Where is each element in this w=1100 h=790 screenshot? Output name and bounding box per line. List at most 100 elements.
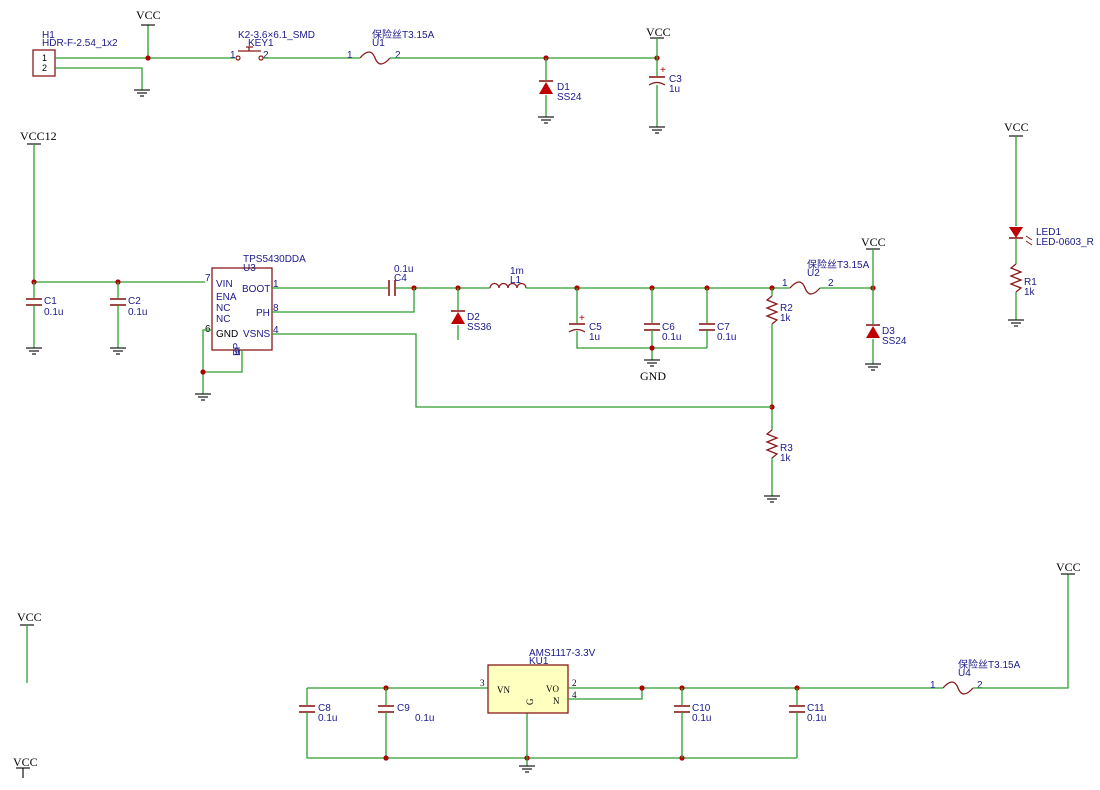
svg-text:C1: C1 xyxy=(44,296,57,307)
svg-text:7: 7 xyxy=(205,273,211,284)
svg-text:VCC: VCC xyxy=(861,235,886,249)
svg-text:D3: D3 xyxy=(882,326,895,337)
gnd-symbol xyxy=(26,347,42,355)
svg-text:0.1u: 0.1u xyxy=(717,332,736,343)
svg-text:+: + xyxy=(660,65,666,76)
diode-d1[interactable] xyxy=(539,80,553,94)
svg-text:C4: C4 xyxy=(394,273,407,284)
svg-text:1k: 1k xyxy=(780,453,792,464)
svg-text:SS24: SS24 xyxy=(557,92,582,103)
key1-value: K2-3.6×6.1_SMD xyxy=(238,30,315,41)
svg-text:VSNS: VSNS xyxy=(243,329,271,340)
ams1117-regulator[interactable] xyxy=(487,664,569,714)
fuse-u1-ref: U1 xyxy=(372,38,385,49)
svg-text:2: 2 xyxy=(572,678,577,688)
capacitor-c6[interactable] xyxy=(644,323,660,331)
svg-text:1: 1 xyxy=(930,680,936,691)
u3-ref: U3 xyxy=(243,263,256,274)
svg-text:1u: 1u xyxy=(669,84,680,95)
svg-text:0.1u: 0.1u xyxy=(692,713,711,724)
led-indicator-section: VCC LED1 LED-0603_R R1 1k xyxy=(1004,120,1094,327)
gnd-symbol xyxy=(110,347,126,355)
diode-d3[interactable] xyxy=(866,324,880,338)
svg-text:D1: D1 xyxy=(557,82,570,93)
gnd-symbol xyxy=(134,89,150,97)
gnd-symbol xyxy=(649,126,665,134)
svg-text:1: 1 xyxy=(347,50,353,61)
gnd-symbol xyxy=(644,359,660,367)
svg-text:C3: C3 xyxy=(669,74,682,85)
top-input-section: H1 HDR-F-2.54_1x2 1 2 VCC 1 2 K2-3.6×6.1… xyxy=(32,8,682,134)
fuse-u1[interactable] xyxy=(359,51,391,65)
svg-text:C8: C8 xyxy=(318,703,331,714)
resistor-r3[interactable] xyxy=(765,429,779,459)
svg-text:1: 1 xyxy=(273,279,279,290)
svg-text:C11: C11 xyxy=(807,703,825,714)
vcc-power-symbol: VCC xyxy=(17,610,42,626)
svg-text:C2: C2 xyxy=(128,296,141,307)
fuse-u4[interactable] xyxy=(942,681,974,695)
led1[interactable] xyxy=(1009,227,1033,246)
vcc-power-symbol: VCC xyxy=(136,8,161,26)
svg-text:2: 2 xyxy=(263,50,269,61)
capacitor-c4[interactable] xyxy=(388,280,396,296)
resistor-r1[interactable] xyxy=(1009,263,1023,293)
svg-text:VCC: VCC xyxy=(136,8,161,22)
svg-text:NC: NC xyxy=(216,303,230,314)
svg-text:VCC: VCC xyxy=(17,610,42,624)
svg-text:1k: 1k xyxy=(780,313,792,324)
inductor-l1[interactable] xyxy=(489,282,527,289)
ldo-section: VCC VCC C8 0.1u C9 0.1u xyxy=(13,560,1081,778)
svg-text:R1: R1 xyxy=(1024,277,1037,288)
gnd-symbol xyxy=(538,116,554,124)
svg-text:C5: C5 xyxy=(589,322,602,333)
svg-text:9: 9 xyxy=(234,347,240,358)
resistor-r2[interactable] xyxy=(765,295,779,325)
capacitor-c7[interactable] xyxy=(699,323,715,331)
svg-text:VO: VO xyxy=(546,684,559,694)
svg-text:0.1u: 0.1u xyxy=(415,713,434,724)
capacitor-c10[interactable] xyxy=(674,705,690,713)
capacitor-c11[interactable] xyxy=(789,705,805,713)
svg-text:SS36: SS36 xyxy=(467,322,492,333)
tps5430-chip[interactable] xyxy=(211,267,273,351)
svg-text:G: G xyxy=(525,698,535,705)
vcc-power-symbol: VCC xyxy=(861,235,886,250)
key1-switch[interactable] xyxy=(235,46,264,61)
u3-value: TPS5430DDA xyxy=(243,254,306,265)
svg-text:LED-0603_R: LED-0603_R xyxy=(1036,237,1094,248)
svg-text:GND: GND xyxy=(216,329,238,340)
header-h1-ref: H1 xyxy=(42,30,55,41)
header-h1-value: HDR-F-2.54_1x2 xyxy=(42,38,118,49)
svg-text:C10: C10 xyxy=(692,703,711,714)
diode-d2[interactable] xyxy=(451,310,465,324)
gnd-symbol xyxy=(764,495,780,503)
fuse-u2[interactable] xyxy=(789,281,821,295)
svg-text:0.1u: 0.1u xyxy=(662,332,681,343)
capacitor-c2[interactable] xyxy=(110,298,126,306)
svg-text:PH: PH xyxy=(256,308,270,319)
svg-text:0.1u: 0.1u xyxy=(44,307,63,318)
svg-text:1u: 1u xyxy=(589,332,600,343)
svg-text:U2: U2 xyxy=(807,268,820,279)
svg-text:D2: D2 xyxy=(467,312,480,323)
svg-text:1: 1 xyxy=(230,50,236,61)
header-h1-body[interactable] xyxy=(32,49,56,77)
fuse-u1-value: 保险丝T3.15A xyxy=(372,28,435,41)
svg-text:+: + xyxy=(579,313,585,324)
capacitor-c8[interactable] xyxy=(299,705,315,713)
capacitor-c9[interactable] xyxy=(378,705,394,713)
gnd-label: GND xyxy=(640,369,666,383)
gnd-symbol xyxy=(1008,319,1024,327)
vcc-power-symbol: VCC xyxy=(1056,560,1081,575)
svg-text:VN: VN xyxy=(497,685,510,695)
svg-text:0.1u: 0.1u xyxy=(128,307,147,318)
capacitor-c3[interactable] xyxy=(648,76,666,86)
gnd-symbol xyxy=(865,363,881,371)
capacitor-c5[interactable] xyxy=(568,323,586,333)
gnd-symbol xyxy=(519,765,535,773)
header-pin2: 2 xyxy=(42,63,47,73)
capacitor-c1[interactable] xyxy=(26,298,42,306)
svg-text:U4: U4 xyxy=(958,668,971,679)
svg-text:VIN: VIN xyxy=(216,279,233,290)
